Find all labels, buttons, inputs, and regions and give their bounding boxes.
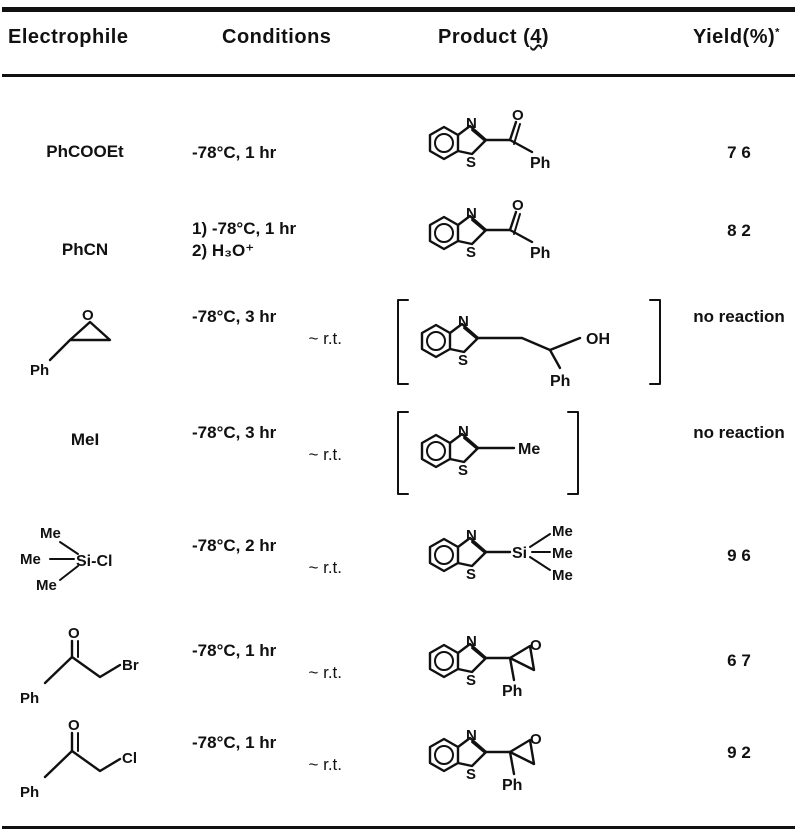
row7-product-structure: N S O Ph: [428, 727, 542, 794]
atom-o: O: [512, 107, 524, 124]
row6-product-structure: N S O Ph: [428, 633, 542, 700]
atom-o: O: [68, 717, 80, 734]
atom-s: S: [466, 244, 476, 261]
atom-s: S: [466, 766, 476, 783]
atom-n: N: [466, 527, 477, 544]
ph-label: Ph: [550, 373, 570, 390]
atom-s: S: [458, 462, 468, 479]
row6-electrophile-structure: O Br Ph: [20, 625, 139, 707]
row3-electrophile: Ph: [30, 362, 49, 379]
row7-electrophile-structure: O Cl Ph: [20, 717, 137, 801]
table-bottom-rule: [2, 826, 795, 829]
row4-conditions: -78°C, 3 hr~ r.t.: [192, 423, 342, 464]
atom-me: Me: [552, 567, 573, 584]
ph-label: Ph: [530, 155, 550, 172]
row1-conditions: -78°C, 1 hr: [192, 143, 277, 162]
atom-s: S: [466, 672, 476, 689]
header-electrophile: Electrophile: [8, 26, 129, 48]
atom-o: O: [530, 731, 542, 748]
row7-yield: 9 2: [727, 743, 751, 762]
hydroxyl-label: OH: [586, 331, 610, 348]
atom-n: N: [458, 423, 469, 440]
benzothiazole-core: N S: [428, 727, 488, 783]
row5-electrophile-structure: Me Me Me Si-Cl: [20, 525, 112, 594]
row1-electrophile: PhCOOEt: [46, 142, 124, 161]
atom-me: Me: [20, 551, 41, 568]
ph-label: Ph: [502, 683, 522, 700]
header-product: Product (4): [438, 26, 550, 48]
atom-s: S: [466, 154, 476, 171]
atom-n: N: [466, 727, 477, 744]
row5-conditions: -78°C, 2 hr~ r.t.: [192, 536, 342, 577]
silicon-label: Si: [512, 545, 527, 562]
atom-n: N: [466, 633, 477, 650]
atom-me: Me: [40, 525, 61, 542]
atom-n: N: [466, 115, 477, 132]
benzothiazole-core: N S: [428, 115, 488, 171]
atom-n: N: [458, 313, 469, 330]
row2-yield: 8 2: [727, 221, 751, 240]
atom-me: Me: [552, 545, 573, 562]
row7-electrophile: Cl: [122, 750, 137, 767]
row5-product-structure: N S Si Me Me Me: [428, 523, 573, 584]
atom-o: O: [512, 197, 524, 214]
row3-product-structure: N S OH Ph: [397, 299, 661, 390]
row1-yield: 7 6: [727, 143, 751, 162]
row2-electrophile: PhCN: [61, 240, 109, 259]
header-yield: Yield(%)*: [693, 26, 780, 48]
atom-s: S: [458, 352, 468, 369]
row4-product-structure: N S Me: [397, 411, 579, 495]
methyl-label: Me: [518, 441, 540, 458]
atom-o: O: [68, 625, 80, 642]
atom-ph: Ph: [20, 690, 39, 707]
row3-electrophile-structure: O Ph: [30, 307, 112, 379]
row6-conditions: -78°C, 1 hr~ r.t.: [192, 641, 342, 682]
benzothiazole-core: N S: [420, 423, 480, 479]
atom-me: Me: [36, 577, 57, 594]
table-header-rule: [2, 74, 795, 77]
atom-s: S: [466, 566, 476, 583]
row7-conditions: -78°C, 1 hr~ r.t.: [192, 733, 342, 774]
row2-product-structure: N S O Ph: [428, 197, 550, 262]
product-compound-number: 4: [530, 26, 542, 48]
benzothiazole-core: N S: [420, 313, 480, 369]
row1-product-structure: N S O Ph: [428, 107, 550, 172]
row3-conditions: -78°C, 3 hr~ r.t.: [192, 307, 342, 348]
row5-yield: 9 6: [727, 546, 751, 565]
row4-yield: no reaction: [693, 423, 785, 442]
row6-electrophile: Br: [122, 657, 139, 674]
atom-o: O: [530, 637, 542, 654]
atom-o: O: [82, 307, 94, 324]
atom-n: N: [466, 205, 477, 222]
row3-yield: no reaction: [693, 307, 785, 326]
header-conditions: Conditions: [222, 26, 332, 48]
ph-label: Ph: [502, 777, 522, 794]
benzothiazole-core: N S: [428, 205, 488, 261]
table-top-rule: [2, 7, 795, 12]
benzothiazole-core: N S: [428, 633, 488, 689]
ph-label: Ph: [530, 245, 550, 262]
row4-electrophile: MeI: [70, 430, 100, 449]
row6-yield: 6 7: [727, 651, 751, 670]
benzothiazole-core: N S: [428, 527, 488, 583]
row5-electrophile: Si-Cl: [76, 553, 112, 570]
atom-ph: Ph: [20, 784, 39, 801]
atom-me: Me: [552, 523, 573, 540]
